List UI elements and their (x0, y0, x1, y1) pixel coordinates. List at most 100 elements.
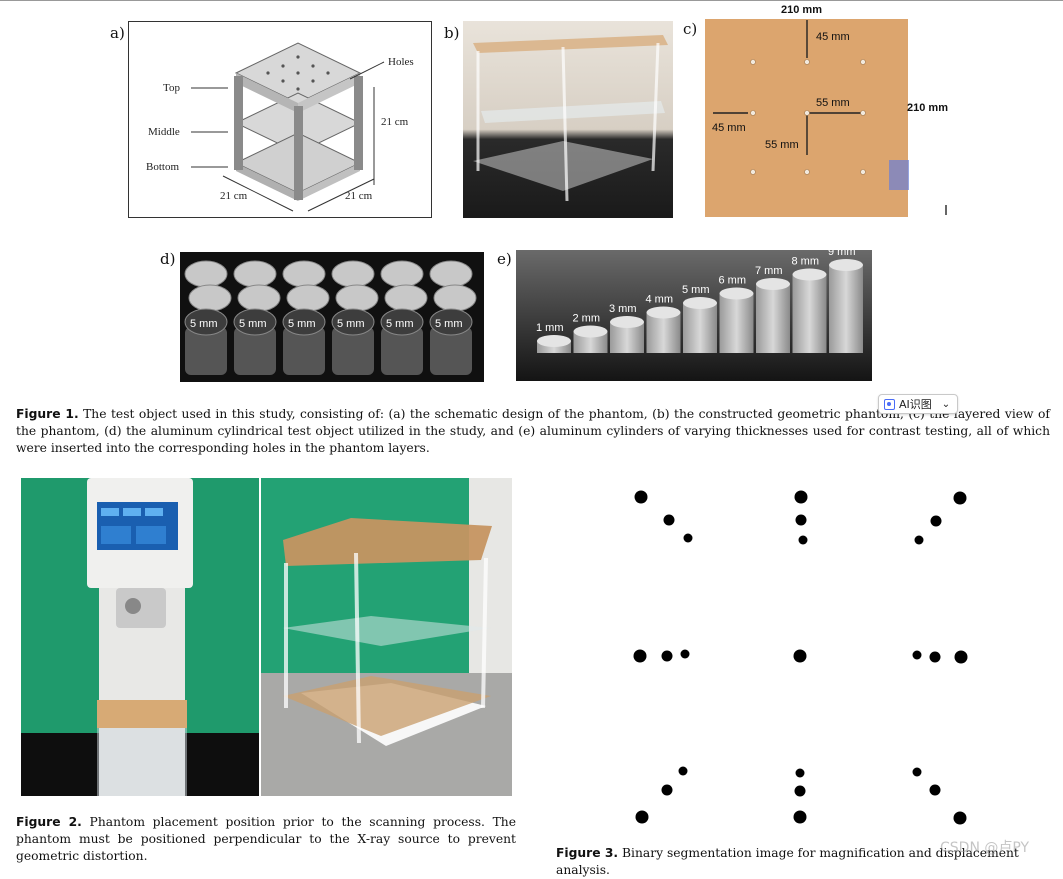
thickness-label: 8 mm (792, 256, 820, 268)
dim-45-left: 45 mm (712, 122, 746, 134)
thickness-label: 9 mm (828, 250, 856, 258)
ai-badge-label: AI识图 (899, 398, 932, 411)
ai-image-recognition-button[interactable]: AI识图 ⌄ (878, 394, 958, 414)
phantom-pillars (234, 76, 363, 200)
figure3-caption: Figure 3. Binary segmentation image for … (556, 845, 1056, 879)
dim-55-right: 55 mm (816, 97, 850, 109)
dim-right: 210 mm (907, 102, 948, 114)
cylinder-top (286, 284, 330, 312)
panel-e-photo: 1 mm 2 mm 3 mm 4 mm 5 mm 6 mm 7 mm 8 mm 9 mm (516, 250, 872, 381)
cylinder-top (282, 308, 326, 336)
cylinder-top (282, 260, 326, 288)
cylinder-label: 5 mm (386, 318, 414, 330)
contrast-cylinder-top (537, 335, 571, 347)
cylinder-top (331, 260, 375, 288)
label-height: 21 cm (381, 116, 409, 128)
dim-45-top: 45 mm (816, 31, 850, 43)
panel-b-letter: b) (444, 24, 460, 42)
label-width-left: 21 cm (220, 190, 248, 202)
contrast-cylinder-top (792, 268, 827, 281)
label-bottom: Bottom (146, 161, 179, 173)
contrast-cylinder (792, 274, 827, 353)
cylinder-body (332, 327, 374, 375)
cylinder-top (184, 260, 228, 288)
cylinder-label: 5 mm (435, 318, 463, 330)
thickness-label: 3 mm (609, 303, 637, 315)
label-top: Top (163, 82, 180, 94)
thickness-label: 2 mm (573, 313, 601, 325)
thickness-label: 7 mm (755, 265, 783, 277)
watermark-text: CSDN @卢PY (940, 840, 1030, 856)
cylinder-label: 5 mm (190, 318, 218, 330)
contrast-cylinder (573, 331, 608, 353)
thickness-label: 6 mm (719, 275, 747, 287)
contrast-cylinder-top (573, 325, 608, 338)
label-middle: Middle (148, 126, 180, 138)
segmentation-dots (633, 490, 968, 825)
panel-d-letter: d) (160, 250, 176, 268)
cylinder-top (429, 308, 473, 336)
dim-55-bottom: 55 mm (765, 139, 799, 151)
cylinder-label: 5 mm (239, 318, 267, 330)
contrast-cylinder-top (646, 306, 681, 319)
aluminum-cylinders: 5 mm 5 mm 5 mm 5 mm 5 mm 5 mm (184, 260, 477, 375)
contrast-cylinder-top (719, 287, 754, 300)
cylinder-top (237, 284, 281, 312)
cylinder-body (185, 327, 227, 375)
phantom-holes (266, 55, 330, 91)
cylinder-body (381, 327, 423, 375)
cylinder-top (429, 260, 473, 288)
figure2-caption-label: Figure 2. (16, 815, 82, 829)
annotation-lines (191, 61, 385, 212)
panel-c-photo: 210 mm 210 mm 45 mm 55 mm 45 mm 55 mm (705, 4, 948, 217)
figure2-photo-left (21, 478, 259, 796)
contrast-cylinder (829, 265, 863, 353)
figure1-caption: Figure 1. The test object used in this s… (16, 406, 1050, 457)
thickness-label: 4 mm (646, 294, 674, 306)
cylinder-body (430, 327, 472, 375)
figure1-caption-text: The test object used in this study, cons… (16, 407, 1050, 455)
contrast-cylinder-top (683, 297, 717, 309)
label-holes: Holes (388, 56, 414, 68)
dimension-lines (713, 20, 863, 155)
panel-a-letter: a) (110, 24, 125, 42)
cylinder-body (283, 327, 325, 375)
board-holes (750, 59, 866, 175)
thickness-label: 1 mm (536, 322, 564, 334)
cylinder-top (380, 308, 424, 336)
cylinder-top (384, 284, 428, 312)
cylinder-body (234, 327, 276, 375)
dim-top: 210 mm (781, 4, 822, 16)
contrast-cylinder (756, 284, 790, 353)
cylinder-top (433, 284, 477, 312)
figure2-caption: Figure 2. Phantom placement position pri… (16, 814, 516, 865)
contrast-cylinder (683, 303, 717, 353)
thickness-label: 5 mm (682, 284, 710, 296)
figure2-caption-text: Phantom placement position prior to the … (16, 815, 516, 863)
panel-e-letter: e) (497, 250, 512, 268)
page-top-rule (0, 0, 1063, 1)
contrast-cylinder (719, 293, 754, 353)
cylinder-top (184, 308, 228, 336)
cylinder-top (380, 260, 424, 288)
ai-scan-icon (884, 398, 895, 410)
panel-b-photo (463, 21, 673, 218)
chevron-down-icon: ⌄ (941, 398, 951, 410)
contrast-cylinders: 1 mm 2 mm 3 mm 4 mm 5 mm 6 mm 7 mm 8 mm 9 mm (536, 250, 863, 353)
cylinder-top (188, 284, 232, 312)
cylinder-top (233, 260, 277, 288)
cylinder-top (335, 284, 379, 312)
figure1-caption-label: Figure 1. (16, 407, 79, 421)
contrast-cylinder-top (756, 278, 790, 290)
figure3-segmentation (633, 490, 968, 825)
figure3-caption-label: Figure 3. (556, 846, 619, 860)
cylinder-label: 5 mm (337, 318, 365, 330)
figure2-photo-right (261, 478, 512, 796)
cylinder-label: 5 mm (288, 318, 316, 330)
cylinder-top (331, 308, 375, 336)
panel-c-letter: c) (683, 20, 698, 38)
contrast-cylinder (646, 312, 681, 353)
panel-a-schematic: Top Middle Bottom Holes 21 cm 21 cm 21 c… (128, 21, 432, 218)
label-width-right: 21 cm (345, 190, 373, 202)
contrast-cylinder-top (829, 259, 863, 271)
